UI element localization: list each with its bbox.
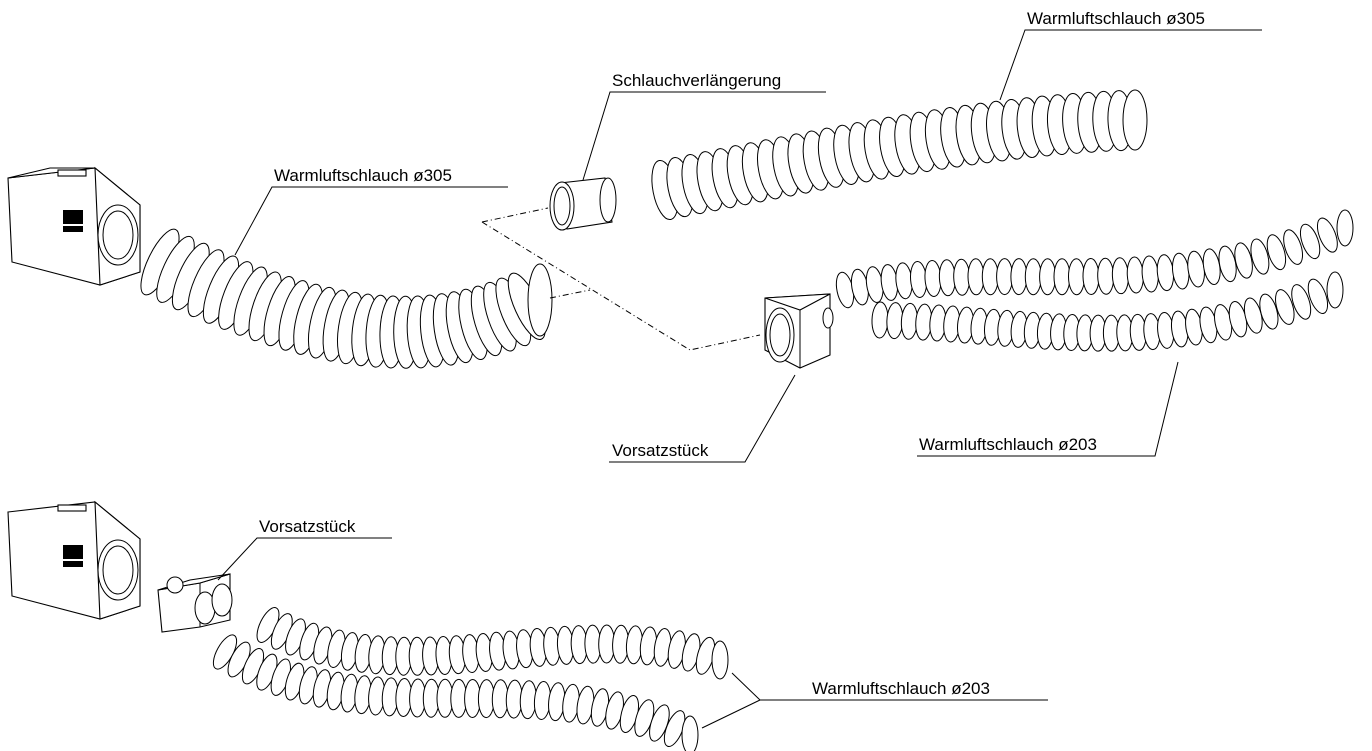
hose-ring <box>1171 252 1190 290</box>
label-hose-305-left: Warmluftschlauch ø305 <box>274 166 452 185</box>
hose-ring <box>681 715 699 751</box>
label-hose-203-middle: Warmluftschlauch ø203 <box>919 435 1097 454</box>
hose-ring <box>1082 258 1100 295</box>
hose-ring <box>996 258 1014 296</box>
assembly-line-hose <box>549 289 591 299</box>
hose-ring <box>1283 229 1304 265</box>
hose-203-middle-lower <box>871 271 1344 352</box>
hose-ring <box>981 258 999 296</box>
hose-ring <box>1097 257 1115 295</box>
hose-ring <box>1275 289 1295 325</box>
assembly-line-upper <box>481 207 549 223</box>
hose-ring <box>1326 271 1344 309</box>
assembly-line-lower <box>481 221 761 351</box>
heater-unit-bottom <box>7 500 141 620</box>
label-adapter-bottom: Vorsatzstück <box>259 517 356 536</box>
hose-ring <box>1234 242 1253 279</box>
hose-ring <box>1039 258 1057 296</box>
leader-adapter-middle <box>609 374 796 463</box>
label-hose-203-bottom: Warmluftschlauch ø203 <box>812 679 990 698</box>
hose-ring <box>1111 257 1129 295</box>
hose-305-left <box>140 228 553 369</box>
hose-ring <box>1010 258 1028 296</box>
hose-ring <box>711 640 729 680</box>
hose-ring <box>967 258 985 296</box>
hose-203-middle-upper <box>835 209 1354 309</box>
label-hose-305-top: Warmluftschlauch ø305 <box>1027 9 1205 28</box>
heater-unit-top <box>7 166 141 286</box>
hose-ring <box>1053 258 1071 296</box>
adapter-piece-middle <box>764 293 834 369</box>
hose-ring <box>527 263 553 337</box>
hose-ring <box>1259 293 1279 330</box>
hose-ring <box>1316 217 1338 253</box>
hose-ring <box>1024 258 1042 296</box>
hose-extension-piece <box>549 177 617 231</box>
hose-ring <box>1266 234 1287 271</box>
hose-ring <box>1141 255 1159 293</box>
hose-ring <box>1307 278 1329 314</box>
leader-hose-203-bottom <box>731 672 1048 701</box>
hose-305-top <box>651 89 1148 221</box>
hose-ring <box>1291 284 1312 320</box>
leader-extension <box>582 91 826 181</box>
label-extension: Schlauchverlängerung <box>612 71 781 90</box>
hose-203-bottom-lower <box>212 634 699 751</box>
hose-ring <box>871 301 889 339</box>
leader-hose-305-top <box>999 29 1262 101</box>
hose-ring <box>1126 256 1144 294</box>
adapter-piece-bottom <box>157 573 233 633</box>
hose-ring <box>1299 223 1321 260</box>
hose-203-bottom-upper <box>256 607 729 680</box>
label-adapter-middle: Vorsatzstück <box>612 441 709 460</box>
hose-ring <box>1067 258 1086 296</box>
hose-ring <box>1156 254 1175 292</box>
hose-ring <box>1122 89 1148 151</box>
leader-hose-203-bottom-branch <box>701 699 761 729</box>
leader-adapter-bottom <box>217 537 392 581</box>
hose-ring <box>1250 238 1270 275</box>
leader-hose-305-left <box>234 186 508 256</box>
leader-hose-203-middle <box>917 361 1179 457</box>
hose-ring <box>1336 209 1354 247</box>
